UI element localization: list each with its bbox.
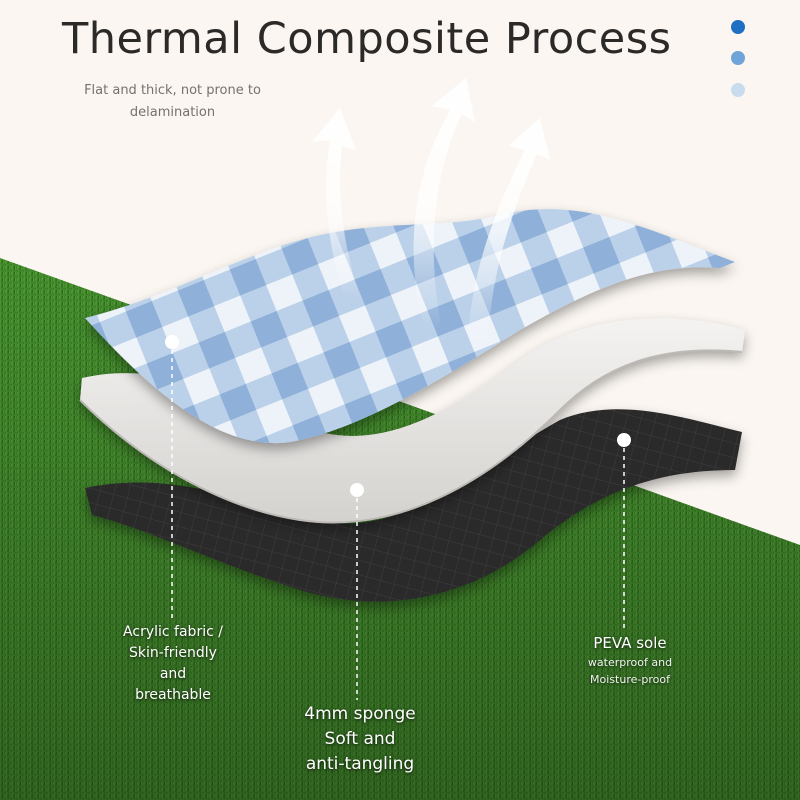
page-subtitle: Flat and thick, not prone to delaminatio… [84,83,261,120]
sole-layer-label: PEVA sole waterproof and Moisture-proof [587,634,673,686]
callout-marker-sponge [350,483,364,700]
fabric-layer-label: Acrylic fabric / Skin-friendly and breat… [123,624,223,703]
callout-marker-sole [617,433,631,628]
peva-sole-layer [85,409,742,602]
heat-arrow-icon [312,108,360,300]
sponge-layer-label: 4mm sponge Soft and anti-tangling [304,704,416,774]
pager-dot[interactable] [731,51,745,65]
sponge-layer [80,318,745,523]
heat-arrow-icon [468,118,550,345]
page-title: Thermal Composite Process [62,14,672,64]
pager-dot[interactable] [731,20,745,34]
acrylic-fabric-layer [85,209,735,444]
heat-arrow-icon [413,78,475,330]
pager-dot[interactable] [731,83,745,97]
callout-marker-fabric [165,335,179,620]
